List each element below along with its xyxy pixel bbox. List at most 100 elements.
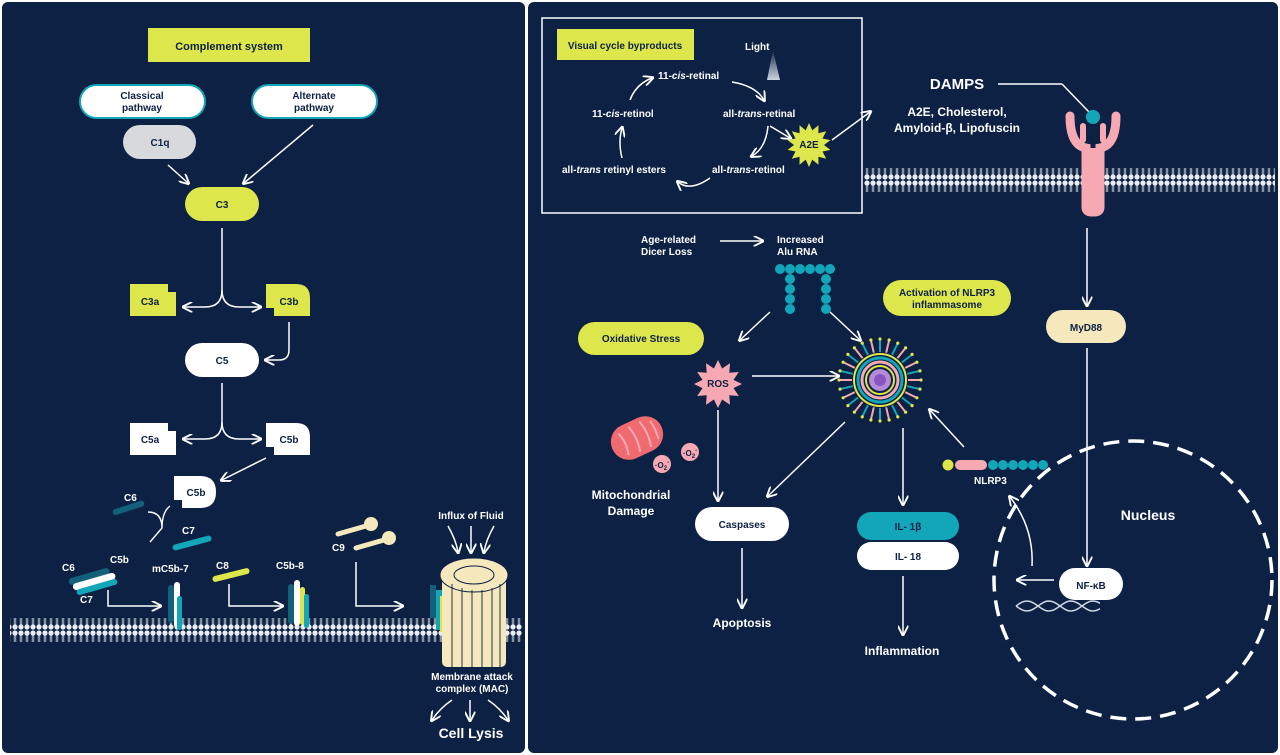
- c5b6-7-complex: [68, 568, 118, 595]
- inflammasome-spike-tip: [918, 369, 922, 373]
- myd88-label: MyD88: [1070, 323, 1103, 334]
- classical-label-2: pathway: [122, 103, 162, 114]
- visual-cycle-title-box: Visual cycle byproducts: [557, 29, 694, 60]
- a2e-starburst: A2E: [787, 123, 831, 167]
- nlrp3-to-inflammasome-arrow: [930, 410, 965, 448]
- alu-rna-bead: [821, 294, 831, 304]
- inflammasome-spike: [891, 343, 899, 356]
- alu-rna-bead: [821, 274, 831, 284]
- inflammasome-spike-tip: [919, 378, 923, 382]
- inflammasome-spike: [891, 404, 899, 417]
- c5a-label: C5a: [141, 435, 160, 446]
- classical-label-1: Classical: [120, 91, 164, 102]
- cell-lysis-label: Cell Lysis: [439, 725, 504, 741]
- light-beam: [767, 50, 780, 80]
- c3-label: C3: [216, 200, 229, 211]
- inflammasome-spike-tip: [841, 360, 845, 364]
- c3a-node: C3a: [130, 284, 176, 316]
- c3-node: C3: [185, 187, 259, 221]
- nfkb-feedback-arrows: [1010, 497, 1054, 580]
- c5a-node: C5a: [130, 423, 176, 455]
- nucleus-label: Nucleus: [1121, 507, 1176, 523]
- c9-proteins: [335, 517, 396, 551]
- alu-rna-bead: [815, 264, 825, 274]
- inflammasome-spike-tip: [887, 418, 891, 422]
- nlrp3-bead: [1028, 460, 1038, 470]
- nlrp3-label: NLRP3: [974, 476, 1007, 487]
- alu-rna-bead: [785, 294, 795, 304]
- c7-protein: [172, 535, 212, 551]
- mac-label-1: Membrane attack: [431, 672, 513, 683]
- inflammasome-spike-tip: [852, 346, 857, 350]
- lysis-arrows: [432, 699, 508, 720]
- alu-arrows: [740, 311, 860, 340]
- inflammasome-spike-tip: [918, 387, 922, 391]
- nlrp3-bead: [1038, 460, 1048, 470]
- damps-title: DAMPS: [930, 76, 984, 93]
- inflammasome-spike-tip: [878, 337, 882, 341]
- cis-retinal-label: 11-cis-retinal: [658, 71, 719, 82]
- mitochondrion: [610, 416, 664, 460]
- damps-line-2: Amyloid-β, Lipofuscin: [894, 121, 1020, 135]
- alu-label-1: Increased: [777, 235, 824, 246]
- nfkb-node: NF-κB: [1059, 568, 1123, 600]
- c3a-label: C3a: [141, 297, 160, 308]
- alu-rna-bead: [821, 284, 831, 294]
- caspases-label: Caspases: [719, 520, 766, 531]
- visual-cycle-arrows: [620, 78, 870, 186]
- c5b-down-arrow: [222, 457, 267, 480]
- nlrp3-activation-box: Activation of NLRP3 inflammasome: [883, 280, 1011, 316]
- inflammasome-spike: [901, 354, 912, 364]
- c5b-node: C5b: [266, 423, 310, 455]
- c5-label: C5: [216, 356, 229, 367]
- mc5b7-protein: [168, 582, 182, 630]
- mc5b7-label: mC5b-7: [152, 564, 189, 575]
- nlrp3-activation-1: Activation of NLRP3: [899, 288, 996, 299]
- inflammasome-spike: [885, 340, 890, 353]
- inflammasome-spike: [843, 391, 856, 399]
- c3b-node: C3b: [266, 284, 310, 316]
- inflammasome-spike: [907, 370, 920, 375]
- c3b-label: C3b: [280, 297, 299, 308]
- inflammasome-spike: [854, 401, 864, 412]
- alu-rna-bead: [785, 274, 795, 284]
- mito-label-1: Mitochondrial: [592, 488, 671, 502]
- inflammasome-spike-tip: [837, 378, 841, 382]
- influx-arrows: [447, 525, 495, 552]
- inflammasome-spike-tip: [896, 415, 900, 419]
- oxidative-stress-label: Oxidative Stress: [602, 334, 681, 345]
- inflammasome-spike: [870, 407, 875, 420]
- inflammasome-spike-tip: [841, 396, 845, 400]
- dicer-label-1: Age-related: [641, 235, 696, 246]
- c7-label: C7: [182, 526, 195, 537]
- il18-label: IL- 18: [895, 552, 922, 563]
- c7-label-2: C7: [80, 595, 93, 606]
- dna-strand: [1015, 600, 1101, 612]
- alternate-label-2: pathway: [294, 103, 334, 114]
- alu-rna-bead: [825, 264, 835, 274]
- alu-rna-bead: [795, 264, 805, 274]
- apoptosis-label: Apoptosis: [713, 616, 772, 630]
- c6-label: C6: [124, 493, 137, 504]
- alu-rna: [775, 264, 835, 314]
- nucleus-circle: [992, 439, 1274, 721]
- to-mc5b7-arrow: [107, 590, 160, 606]
- c8-protein: [212, 568, 250, 582]
- svg-text:·O2-: ·O2-: [683, 448, 697, 460]
- inflammasome-spike-tip: [860, 341, 864, 345]
- caspases-node: Caspases: [695, 507, 789, 541]
- il1b-label: IL- 1β: [895, 522, 922, 533]
- inflammasome-spike-tip: [915, 360, 919, 364]
- inflammasome-spike-tip: [846, 404, 850, 408]
- visual-cycle-title: Visual cycle byproducts: [568, 41, 683, 52]
- alu-rna-bead: [775, 264, 785, 274]
- damps-pointer-2: [1061, 83, 1091, 114]
- inflammasome-spike-tip: [910, 352, 914, 356]
- right-membrane: [864, 163, 1275, 193]
- superoxide-1: ·O2-: [653, 455, 671, 473]
- tlr-receptor: [1065, 110, 1121, 217]
- inflammasome-spike: [861, 343, 869, 356]
- light-label: Light: [745, 42, 770, 53]
- oxidative-stress-box: Oxidative Stress: [578, 322, 704, 355]
